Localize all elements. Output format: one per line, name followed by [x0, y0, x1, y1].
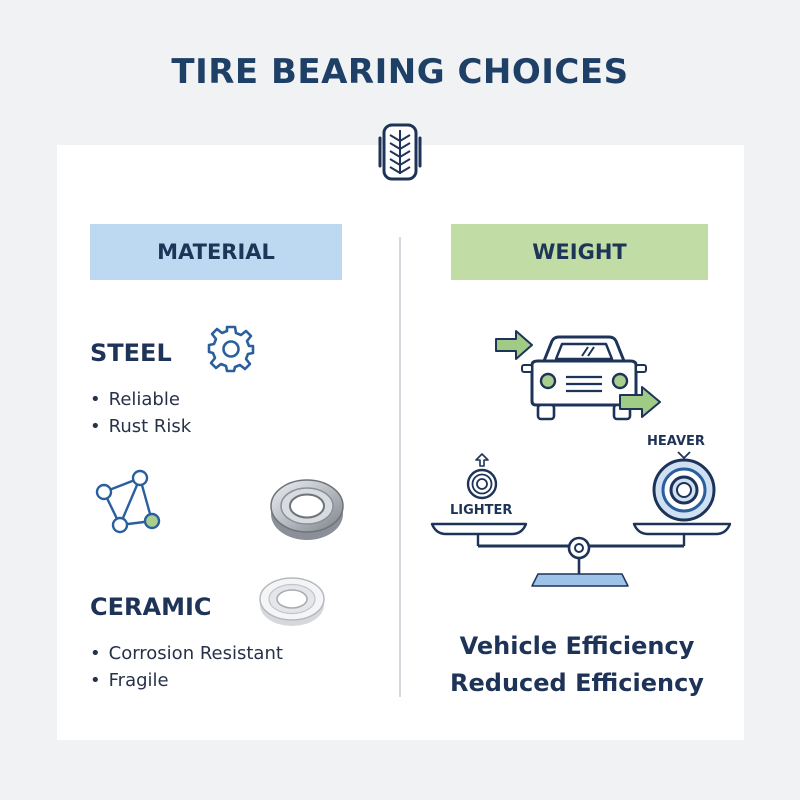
steel-title: STEEL [90, 339, 172, 367]
network-icon [95, 469, 161, 534]
ceramic-title: CERAMIC [90, 593, 212, 621]
steel-point: Reliable [90, 386, 191, 413]
material-header: MATERIAL [90, 224, 342, 280]
tire-tread-icon [378, 123, 422, 181]
ceramic-point: Fragile [90, 667, 283, 694]
car-icon [495, 330, 661, 421]
vehicle-efficiency-text: Vehicle Efficiency [459, 632, 695, 660]
lighter-label: LIGHTER [450, 503, 513, 518]
ceramic-point: Corrosion Resistant [90, 640, 283, 667]
ceramic-points: Corrosion Resistant Fragile [90, 640, 283, 694]
steel-points: Reliable Rust Risk [90, 386, 192, 440]
steel-point: Rust Risk [90, 413, 192, 440]
balance-scale-icon [430, 451, 732, 587]
ceramic-bearing-icon [259, 577, 325, 626]
page-title: TIRE BEARING CHOICES [171, 52, 629, 92]
column-divider [399, 237, 401, 697]
heavier-label: HEAVER [647, 434, 705, 449]
gear-icon [207, 325, 255, 373]
reduced-efficiency-text: Reduced Efficiency [450, 669, 704, 697]
steel-bearing-icon [270, 479, 344, 540]
weight-header: WEIGHT [451, 224, 708, 280]
